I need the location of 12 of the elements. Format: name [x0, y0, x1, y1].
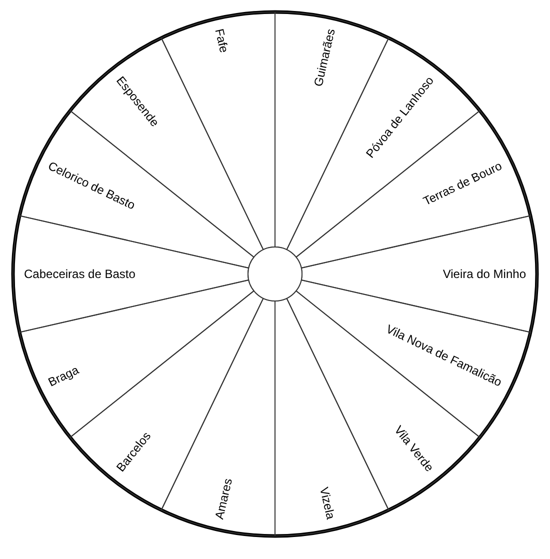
sector-label: Braga: [46, 362, 81, 390]
sector-label: Vieira do Minho: [442, 267, 526, 281]
sector-label: Guimarães: [310, 28, 338, 88]
sector-label: Cabeceiras de Basto: [24, 267, 136, 281]
hub-circle: [247, 246, 303, 302]
sector-label: Terras de Bouro: [421, 158, 504, 208]
sector-label: Vizela: [316, 486, 338, 520]
wheel-sector: [160, 11, 276, 251]
sector-label: Amares: [212, 476, 236, 520]
sector-label: Fafe: [212, 28, 232, 54]
wheel-sector: [274, 297, 390, 537]
wheel-sector: [12, 215, 250, 334]
